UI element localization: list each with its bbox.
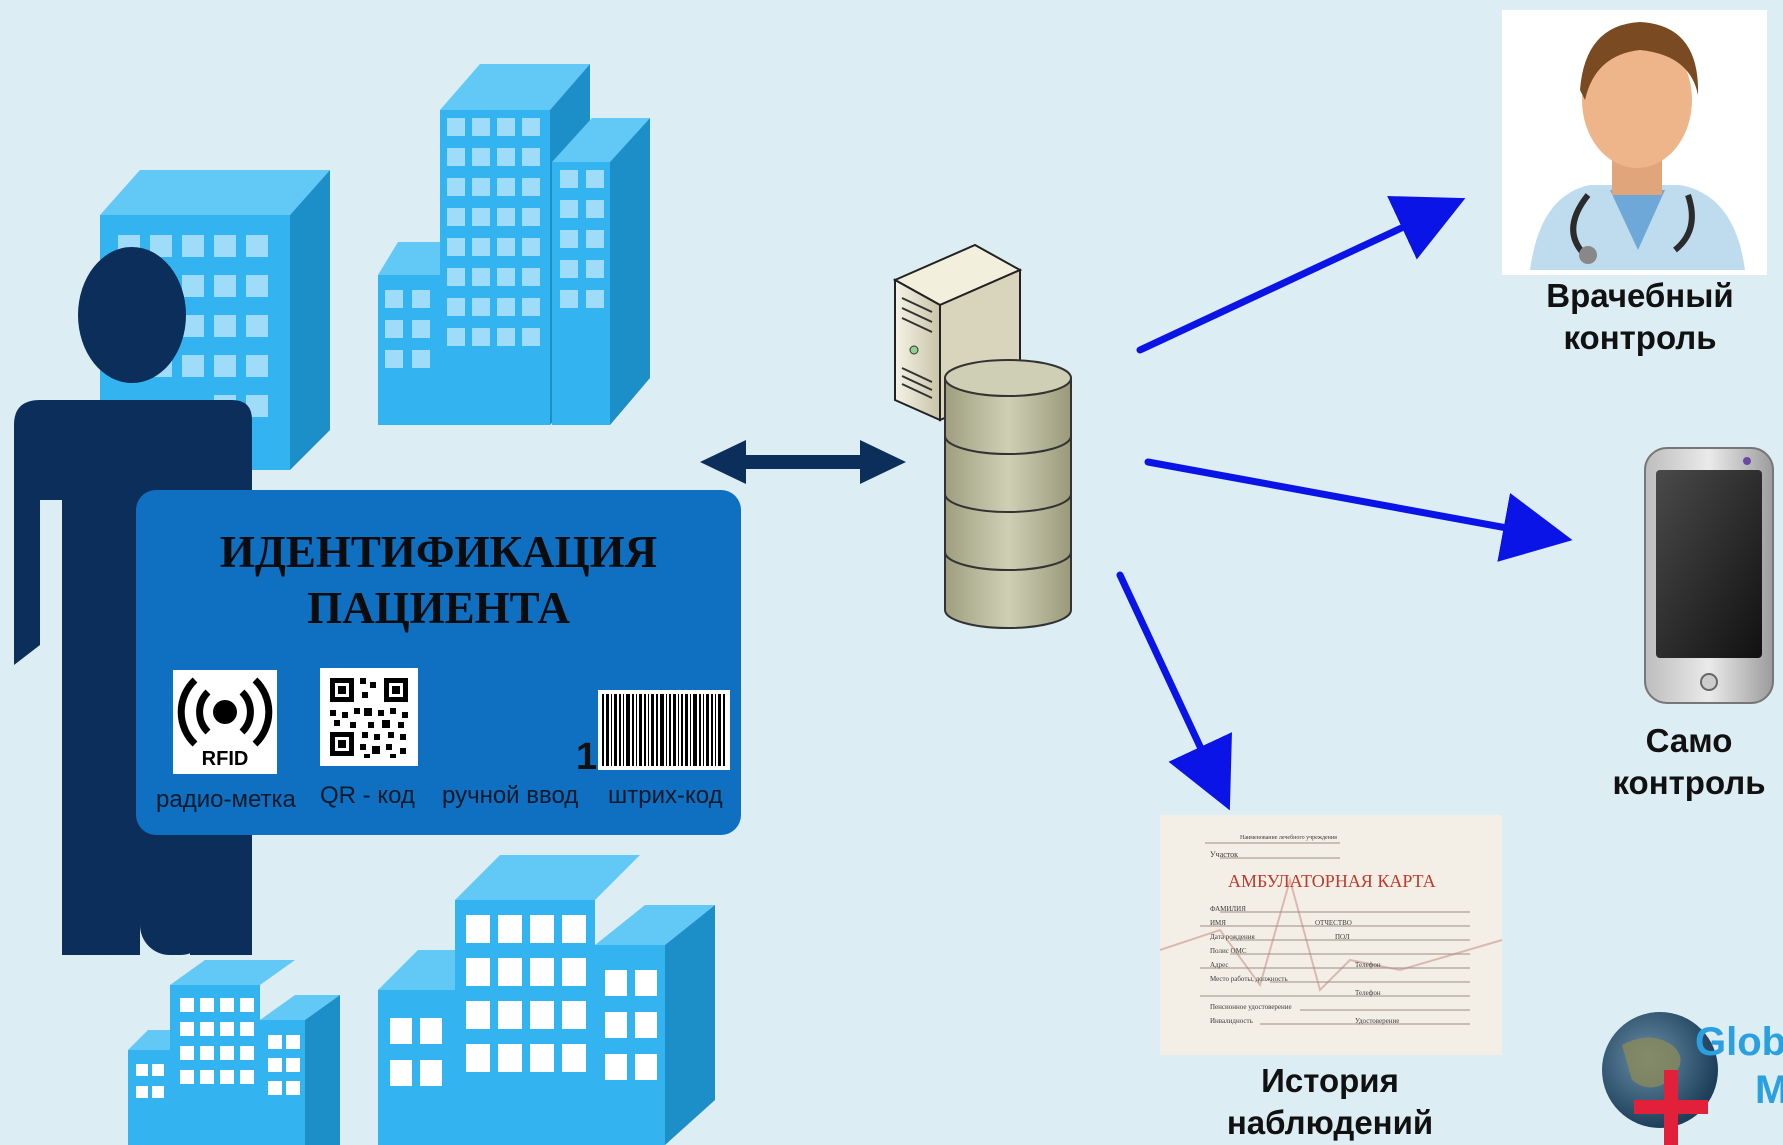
med-card-field: ИМЯ bbox=[1210, 919, 1226, 927]
logo-text-1: Glob bbox=[1695, 1020, 1783, 1064]
med-card-field: Телефон bbox=[1355, 961, 1381, 969]
card-title: ИДЕНТИФИКАЦИЯ ПАЦИЕНТА bbox=[219, 527, 658, 633]
rfid-badge-label: RFID bbox=[195, 748, 255, 771]
building-icon bbox=[128, 960, 340, 1145]
med-card-field: Место работы, должность bbox=[1210, 975, 1288, 983]
arrow-to-history bbox=[1116, 571, 1232, 811]
medical-card-icon bbox=[1159, 815, 1503, 1055]
patient-id-card: ИДЕНТИФИКАЦИЯ ПАЦИЕНТА RFID bbox=[136, 490, 741, 835]
med-card-institution: Наименование лечебного учреждения bbox=[1240, 835, 1337, 841]
method-label-manual: ручной ввод bbox=[442, 782, 579, 809]
med-card-field: Дата рождения bbox=[1210, 933, 1255, 941]
flow-arrows bbox=[1116, 196, 1573, 811]
smartphone-icon bbox=[1644, 447, 1774, 704]
med-card-field: Адрес bbox=[1210, 961, 1229, 969]
med-card-field: Пенсионное удостоверение bbox=[1210, 1003, 1292, 1011]
logo-text-2: M bbox=[1755, 1068, 1783, 1112]
medical-card-text: Наименование лечебного учреждения Участо… bbox=[1160, 815, 1502, 1055]
arrow-to-doctor bbox=[1136, 196, 1466, 354]
building-icon bbox=[378, 64, 650, 425]
database-icon bbox=[944, 359, 1072, 629]
med-card-field: Инвалидность bbox=[1210, 1017, 1253, 1025]
rfid-icon: RFID bbox=[173, 670, 277, 774]
med-card-field: ПОЛ bbox=[1335, 933, 1350, 941]
history-caption: История наблюдений bbox=[1226, 1062, 1434, 1141]
med-card-field: Телефон bbox=[1355, 989, 1381, 997]
med-card-field: ФАМИЛИЯ bbox=[1210, 905, 1246, 913]
method-label-barcode: штрих-код bbox=[608, 782, 723, 809]
method-label-qr: QR - код bbox=[320, 782, 415, 809]
doctor-control-caption: Врачебный контроль bbox=[1546, 277, 1734, 356]
arrow-to-phone bbox=[1144, 458, 1573, 562]
self-control-caption: Само контроль bbox=[1612, 722, 1766, 801]
qr-code-icon bbox=[320, 668, 418, 766]
building-icon bbox=[378, 855, 715, 1145]
star-of-life-icon bbox=[1634, 1070, 1708, 1145]
barcode-icon bbox=[598, 690, 730, 770]
med-card-title: АМБУЛАТОРНАЯ КАРТА bbox=[1228, 871, 1436, 891]
bidirectional-arrow bbox=[700, 440, 906, 484]
med-card-section: Участок bbox=[1210, 850, 1239, 859]
logo-globe-icon bbox=[1602, 1012, 1718, 1145]
doctor-icon bbox=[1502, 10, 1767, 275]
med-card-field: ОТЧЕСТВО bbox=[1315, 919, 1352, 927]
med-card-field: Удостоверение bbox=[1355, 1017, 1400, 1025]
med-card-field: Полис ОМС bbox=[1210, 947, 1247, 955]
method-label-rfid: радио-метка bbox=[156, 786, 296, 813]
